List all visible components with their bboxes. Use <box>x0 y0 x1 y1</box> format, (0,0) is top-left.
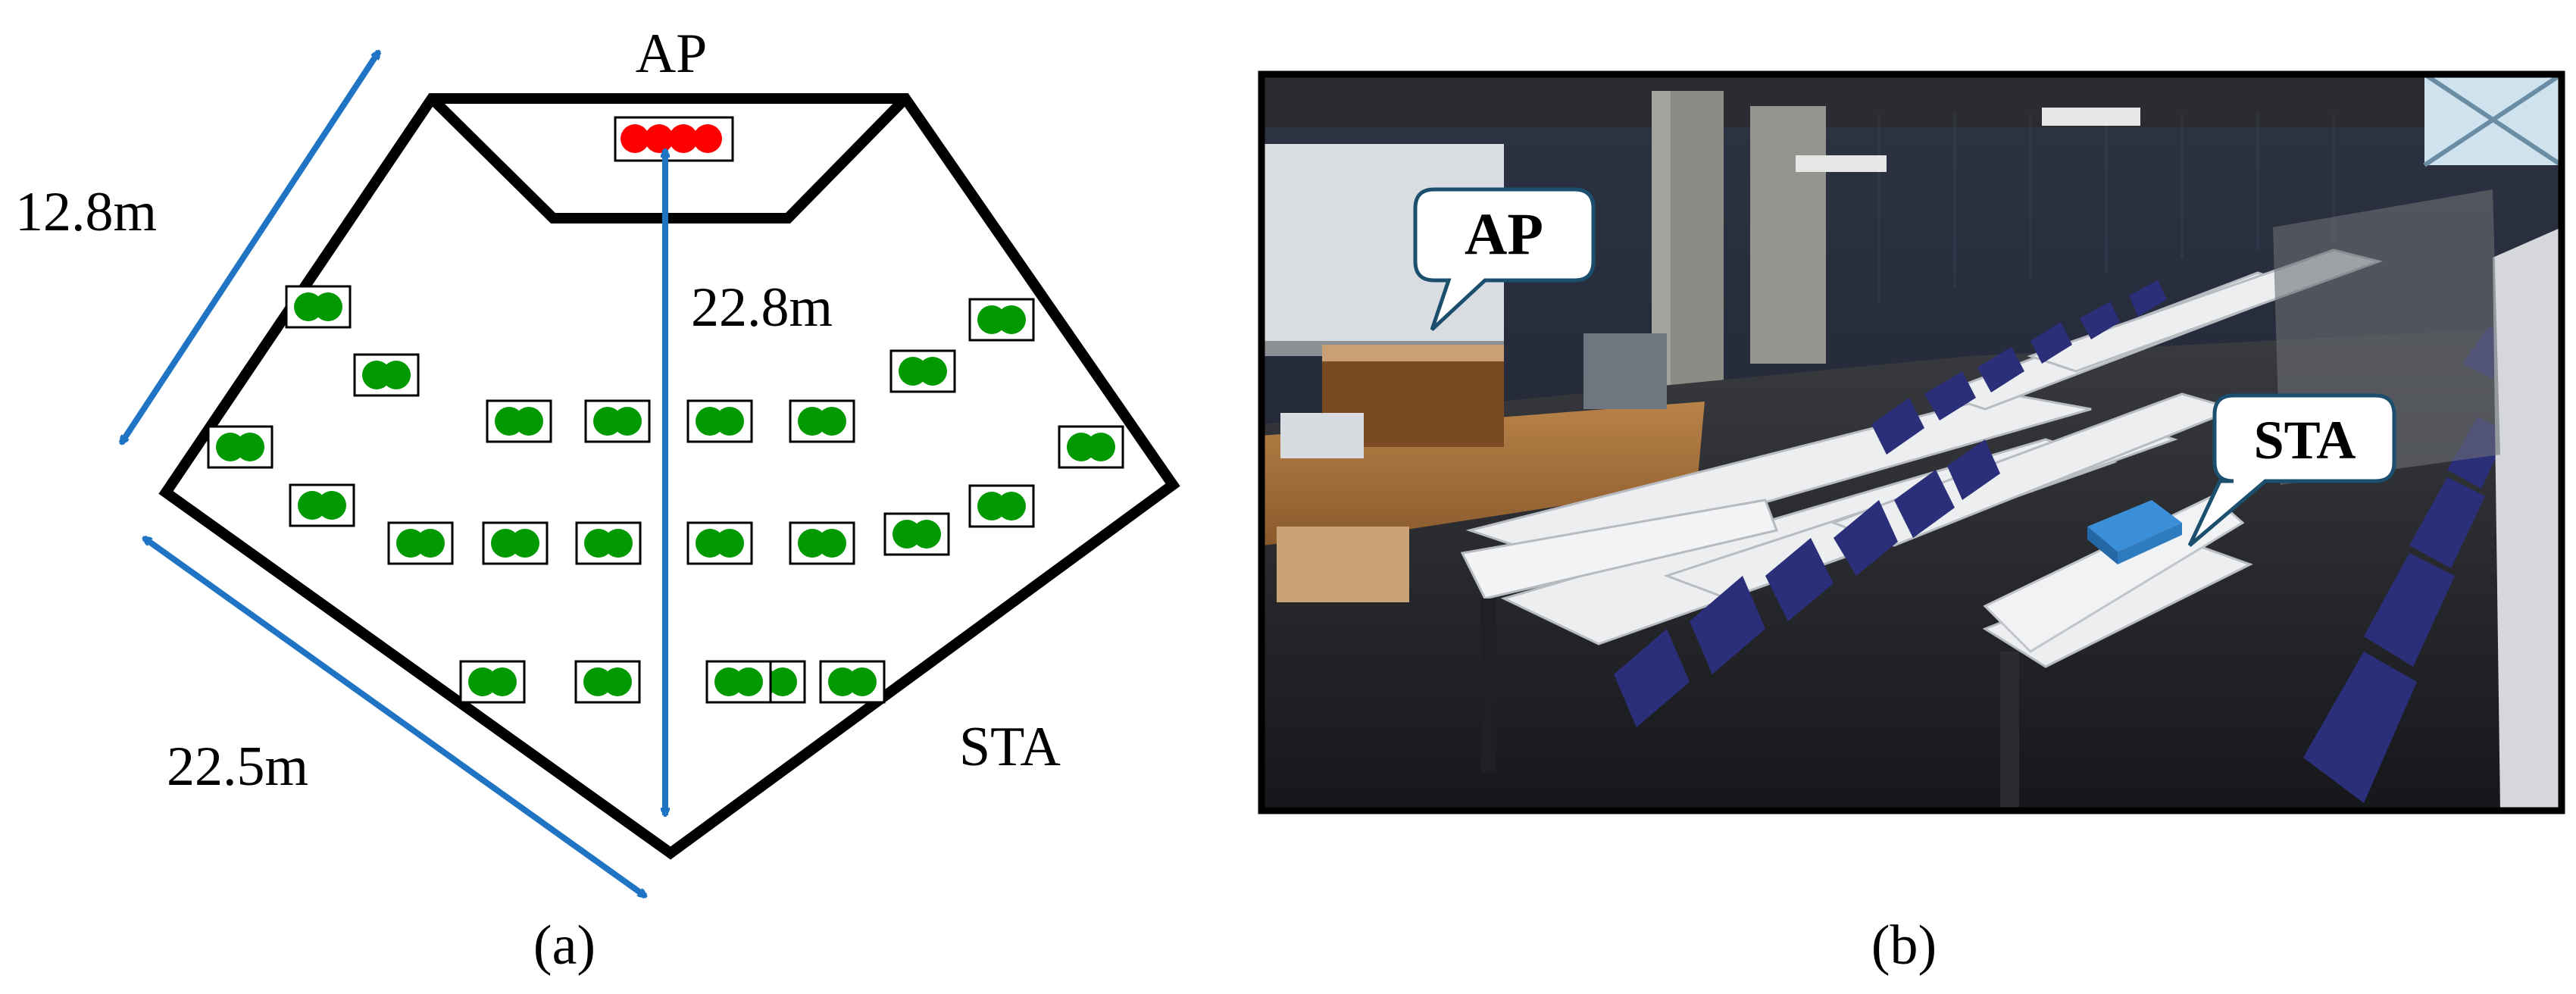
sta-callout: STA <box>2187 393 2396 547</box>
sta-label: STA <box>959 716 1061 778</box>
dimension-label-depth: 22.8m <box>691 277 833 339</box>
sta-marker-pair <box>686 521 753 565</box>
sta-marker-pair <box>574 660 641 704</box>
sta-marker-pair <box>789 399 855 443</box>
panel-b-caption: (b) <box>1871 914 1937 977</box>
sta-marker-pair <box>207 425 274 469</box>
sta-marker-pair <box>575 521 642 565</box>
sta-device <box>2087 500 2182 564</box>
dimension-label-lower-side: 22.5m <box>167 736 308 798</box>
dimension-arrow-upper-side <box>118 52 382 443</box>
floor-plan-panel: AP 12.8m 22.8m 22.5m STA (a) <box>15 23 1180 977</box>
sta-marker-pair <box>789 521 855 565</box>
sta-marker-pair <box>968 298 1035 342</box>
sta-callout-label: STA <box>2254 410 2356 470</box>
stage-outline <box>428 95 909 223</box>
photo-panel: AP STA (b) <box>1258 70 2565 977</box>
sta-marker-pair <box>387 521 454 565</box>
sta-marker-pair <box>968 484 1035 528</box>
sta-marker-pair <box>883 512 950 556</box>
sta-marker-pair <box>1058 425 1124 469</box>
sta-marker-pair <box>285 285 352 329</box>
dimension-arrow-lower-side <box>144 535 646 899</box>
sta-marker-pair <box>289 483 355 527</box>
sta-marker-pair <box>486 399 552 443</box>
photo-frame <box>1258 70 2565 814</box>
ap-callout-label: AP <box>1465 201 1543 267</box>
sta-marker-pair <box>353 353 420 397</box>
ap-antenna-box <box>614 116 734 162</box>
sta-marker-pair <box>819 660 886 704</box>
sta-marker-pair <box>686 399 753 443</box>
sta-marker-pair <box>459 660 526 704</box>
sta-marker-pair <box>584 399 651 443</box>
sta-marker-pair <box>482 521 549 565</box>
ap-label: AP <box>636 23 708 85</box>
sta-marker-pair <box>889 349 956 393</box>
panel-a-caption: (a) <box>533 914 596 977</box>
lecture-hall-photo <box>1261 74 2562 811</box>
ap-callout: AP <box>1413 187 1596 331</box>
sta-marker-pair <box>705 660 772 704</box>
dimension-label-upper-side: 12.8m <box>15 181 157 243</box>
